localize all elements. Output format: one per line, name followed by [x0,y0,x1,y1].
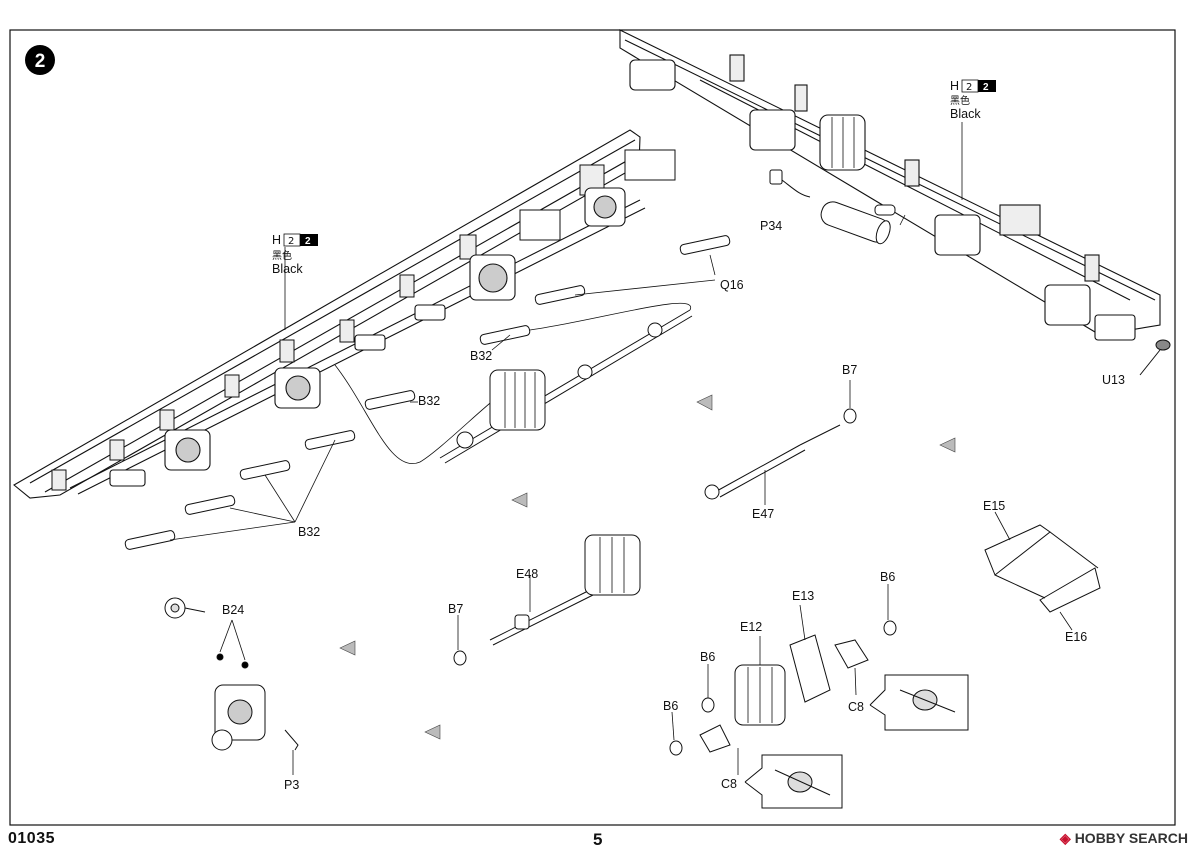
part-labels: Q16 P34 U13 B32 B32 B32 B7 E47 E48 B7 E1… [222,219,1125,792]
e15-e16-assembly [984,511,1101,631]
label-b24: B24 [222,603,244,617]
e47-shaft [704,380,857,505]
center-driveshaft [439,309,693,464]
svg-text:2: 2 [966,82,972,93]
label-e13: E13 [792,589,814,603]
c8-detail-lower [744,754,843,809]
page-number: 5 [593,830,603,849]
label-c8-a: C8 [848,700,864,714]
watermark: ◈HOBBY SEARCH [1060,830,1188,847]
label-b7-b: B7 [448,602,463,616]
svg-text:Black: Black [950,107,981,121]
step-number: 2 [35,51,46,72]
c8-detail-upper [869,674,969,731]
b32-pins [124,235,731,550]
label-b6-b: B6 [700,650,715,664]
svg-text:Black: Black [272,262,303,276]
upper-chassis-rail [619,29,1161,341]
p34-cylinder-assembly [769,169,896,245]
label-b7-a: B7 [842,363,857,377]
color-callout-left: H 2 2 黑色 Black [272,233,318,276]
label-q16: Q16 [720,278,744,292]
label-u13: U13 [1102,373,1125,387]
kit-code: 01035 [8,830,55,847]
e48-shaft-assembly [453,534,641,666]
page-frame [9,29,1176,826]
svg-text:H: H [950,79,959,93]
watermark-text: HOBBY SEARCH [1074,830,1188,846]
color-callout-right: H 2 2 黑色 Black [950,79,996,121]
label-e48: E48 [516,567,538,581]
label-b6-c: B6 [663,699,678,713]
label-e16: E16 [1065,630,1087,644]
label-e15: E15 [983,499,1005,513]
e12-e13-cluster [669,584,897,775]
svg-text:黑色: 黑色 [272,249,292,262]
step-marker: 2 [25,45,55,75]
svg-text:黑色: 黑色 [950,94,970,107]
svg-text:2: 2 [305,236,311,247]
leader-lines-left [169,247,716,541]
u13-part [1139,339,1171,376]
label-e12: E12 [740,620,762,634]
label-c8-b: C8 [721,777,737,791]
svg-text:2: 2 [983,82,989,93]
label-b32-a: B32 [470,349,492,363]
svg-text:H: H [272,233,281,247]
main-chassis-rail [13,129,676,499]
direction-arrows [339,394,956,740]
b24-gearbox [164,597,299,775]
leader-q16 [899,214,906,226]
label-p3: P3 [284,778,299,792]
watermark-logo-icon: ◈ [1059,830,1071,846]
label-p34: P34 [760,219,782,233]
svg-text:2: 2 [288,236,294,247]
label-b6-a: B6 [880,570,895,584]
label-b32-c: B32 [298,525,320,539]
label-e47: E47 [752,507,774,521]
label-b32-b: B32 [418,394,440,408]
